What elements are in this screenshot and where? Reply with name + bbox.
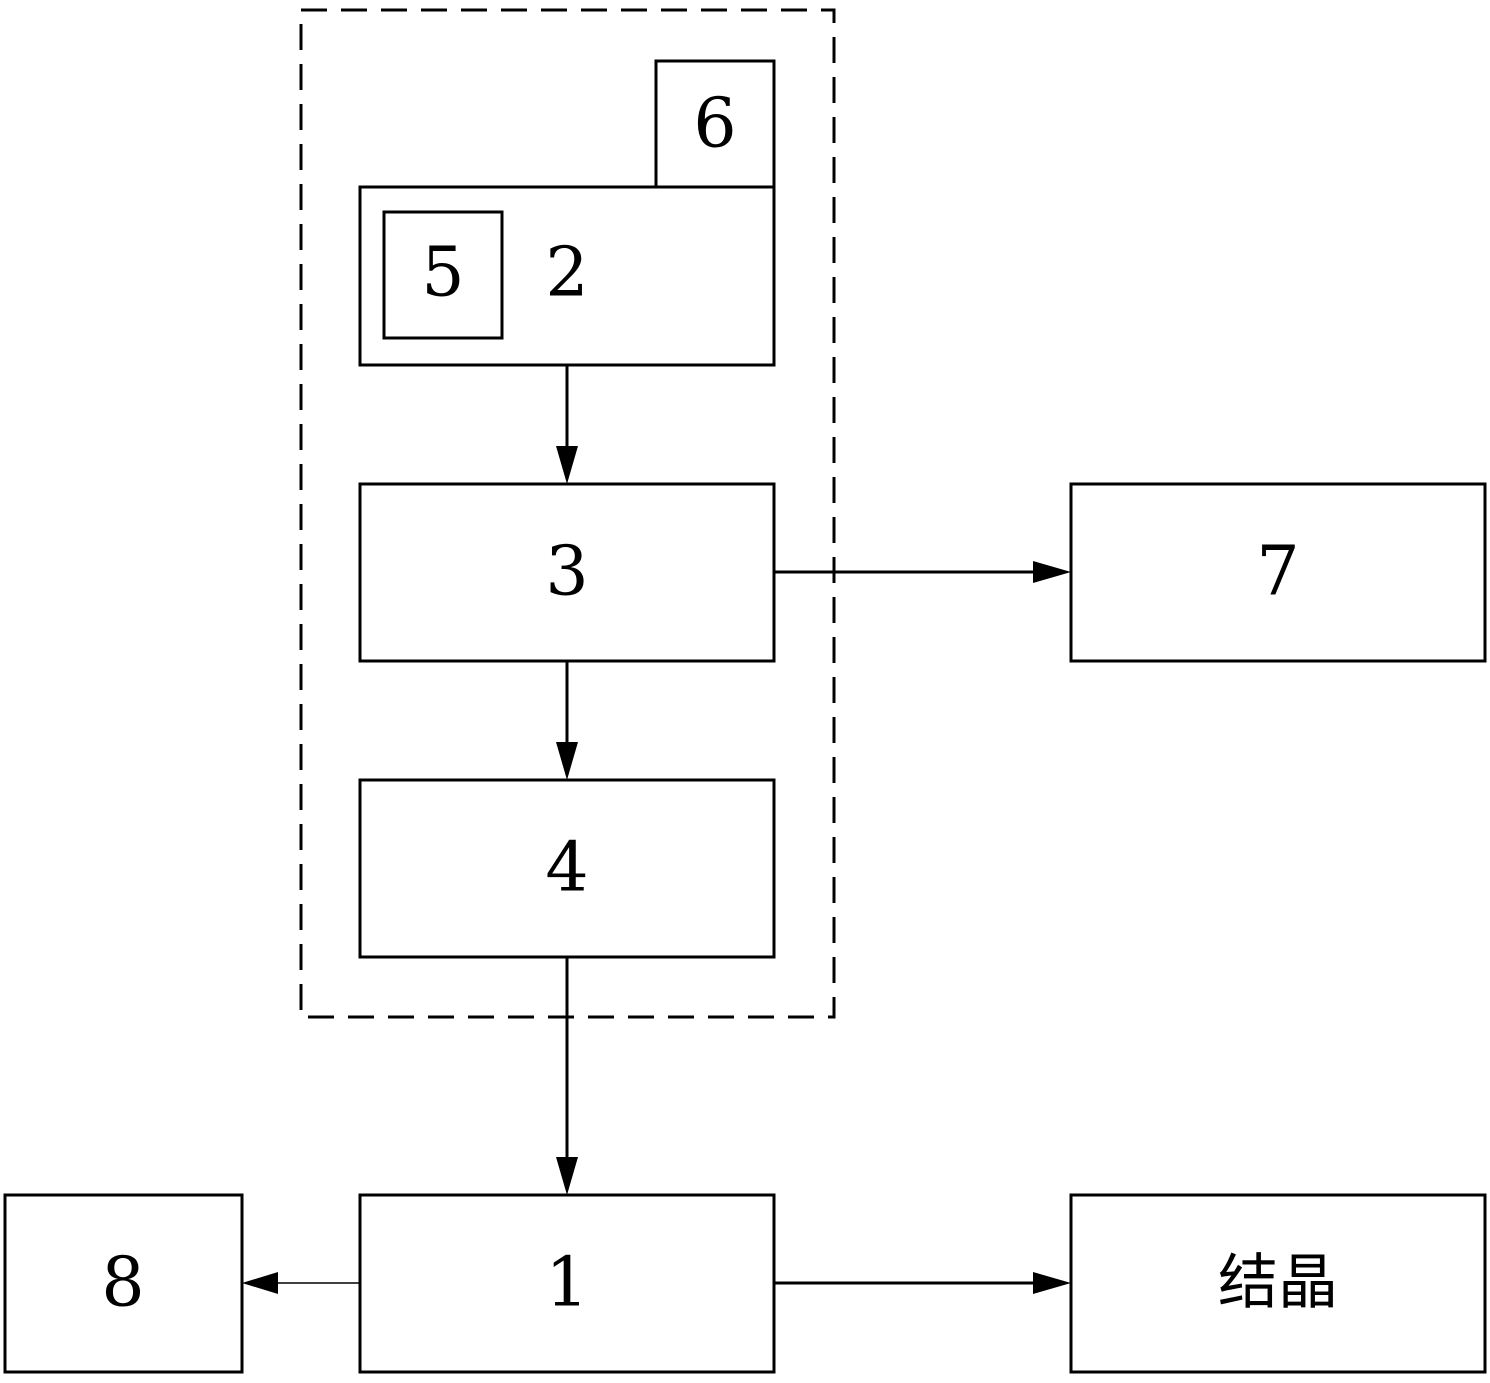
node-1-label: 1 [545,1244,588,1323]
node-4-label: 4 [545,829,588,908]
node-4: 4 [358,778,776,959]
node-4-box [358,778,776,959]
node-8: 8 [3,1193,244,1374]
arrow-3-to-4 [556,661,578,780]
arrow-2-to-3 [556,365,578,484]
node-crystallization-box [1069,1193,1487,1374]
node-crystallization-label: 结晶 [1218,1248,1338,1318]
arrow-1-to-8 [242,1272,360,1294]
arrow-4-to-1 [556,957,578,1195]
node-6-box [654,59,776,190]
node-5-box [382,210,504,340]
node-8-label: 8 [101,1244,144,1323]
node-crystallization: 结晶 [1069,1193,1487,1374]
node-6-label: 6 [693,85,736,164]
node-3-label: 3 [545,533,588,612]
arrow-3-to-7 [774,561,1071,583]
node-3: 3 [358,482,776,663]
node-7-box [1069,482,1487,663]
node-1: 1 [358,1193,776,1374]
node-5: 5 [382,210,504,340]
node-8-box [3,1193,244,1374]
arrow-1-to-crystallization [774,1272,1071,1294]
node-7-label: 7 [1256,533,1299,612]
node-7: 7 [1069,482,1487,663]
node-2-label: 2 [545,234,588,313]
node-5-label: 5 [421,234,464,313]
node-6: 6 [654,59,776,190]
